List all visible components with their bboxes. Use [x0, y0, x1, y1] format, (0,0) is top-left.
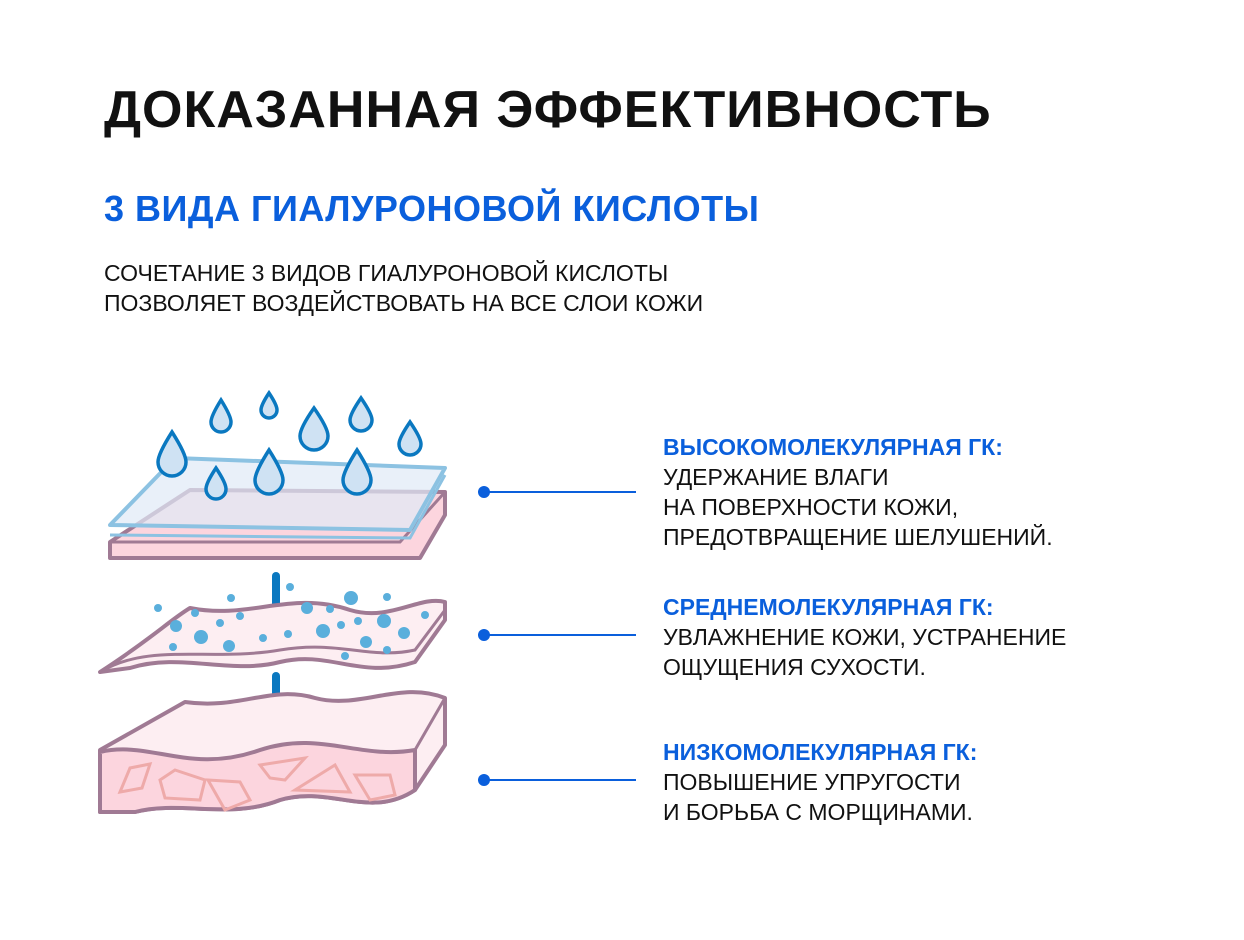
callout-line: УВЛАЖНЕНИЕ КОЖИ, УСТРАНЕНИЕ — [663, 624, 1067, 650]
callout-connector — [478, 629, 638, 641]
water-drops — [156, 389, 423, 501]
callout-high-molecular: ВЫСОКОМОЛЕКУЛЯРНАЯ ГК: УДЕРЖАНИЕ ВЛАГИ Н… — [663, 432, 1053, 552]
intro-text: СОЧЕТАНИЕ 3 ВИДОВ ГИАЛУРОНОВОЙ КИСЛОТЫ П… — [104, 258, 703, 318]
callout-medium-molecular: СРЕДНЕМОЛЕКУЛЯРНАЯ ГК: УВЛАЖНЕНИЕ КОЖИ, … — [663, 592, 1066, 682]
skin-layers-illustration — [98, 389, 447, 814]
callout-heading: СРЕДНЕМОЛЕКУЛЯРНАЯ ГК: — [663, 594, 994, 620]
intro-line: СОЧЕТАНИЕ 3 ВИДОВ ГИАЛУРОНОВОЙ КИСЛОТЫ — [104, 260, 669, 286]
molecule-dots — [154, 583, 429, 660]
skin-layer-bottom — [98, 690, 447, 814]
callout-connector — [478, 774, 638, 786]
skin-layer-middle — [98, 598, 447, 674]
callout-low-molecular: НИЗКОМОЛЕКУЛЯРНАЯ ГК: ПОВЫШЕНИЕ УПРУГОСТ… — [663, 737, 977, 827]
callout-line: И БОРЬБА С МОРЩИНАМИ. — [663, 799, 973, 825]
callout-heading: ВЫСОКОМОЛЕКУЛЯРНАЯ ГК: — [663, 434, 1003, 460]
callout-line: НА ПОВЕРХНОСТИ КОЖИ, — [663, 494, 959, 520]
callout-heading: НИЗКОМОЛЕКУЛЯРНАЯ ГК: — [663, 739, 978, 765]
page-title: ДОКАЗАННАЯ ЭФФЕКТИВНОСТЬ — [104, 81, 992, 139]
callout-line: УДЕРЖАНИЕ ВЛАГИ — [663, 464, 889, 490]
callout-line: ПРЕДОТВРАЩЕНИЕ ШЕЛУШЕНИЙ. — [663, 524, 1053, 550]
callout-line: ОЩУЩЕНИЯ СУХОСТИ. — [663, 654, 926, 680]
callout-line: ПОВЫШЕНИЕ УПРУГОСТИ — [663, 769, 961, 795]
intro-line: ПОЗВОЛЯЕТ ВОЗДЕЙСТВОВАТЬ НА ВСЕ СЛОИ КОЖ… — [104, 290, 704, 316]
page-subtitle: 3 ВИДА ГИАЛУРОНОВОЙ КИСЛОТЫ — [104, 188, 760, 229]
callout-connector — [478, 486, 638, 498]
